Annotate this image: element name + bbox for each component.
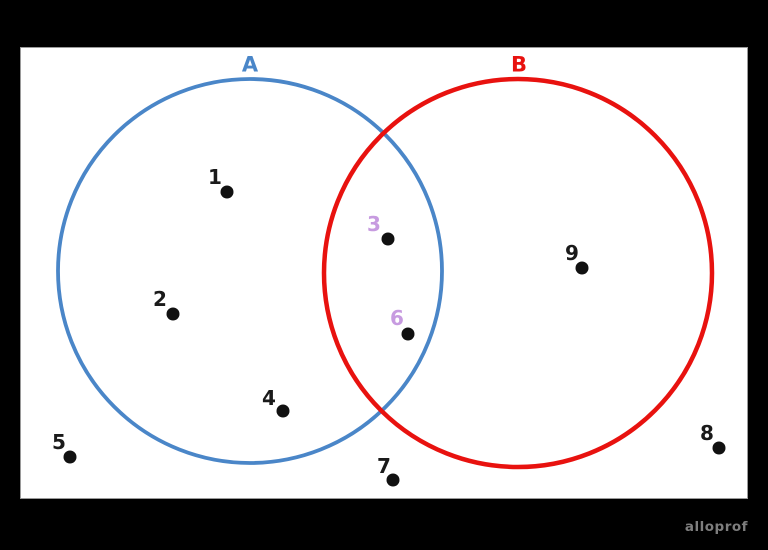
set-b-label: B [510,52,528,77]
point-dot [276,404,290,418]
point-dot [381,232,395,246]
point-label: 4 [262,386,276,410]
point-label: 8 [700,421,714,445]
set-a-label: A [241,52,259,77]
point-label: 2 [153,287,167,311]
point-label: 1 [208,165,222,189]
set-b-circle [321,76,715,470]
point-dot [401,327,415,341]
point-label: 3 [367,212,381,236]
point-label: 7 [377,454,391,478]
point-label: 6 [390,306,404,330]
point-dot [712,441,726,455]
point-label: 5 [52,430,66,454]
set-a-circle [56,77,444,465]
point-dot [220,185,234,199]
point-dot [386,473,400,487]
point-dot [575,261,589,275]
point-dot [166,307,180,321]
venn-circles [56,76,715,470]
watermark-logo: alloprof [684,518,748,535]
point-dot [63,450,77,464]
point-label: 9 [565,241,579,265]
venn-canvas: A B 1 2 3 4 5 6 [20,47,748,499]
